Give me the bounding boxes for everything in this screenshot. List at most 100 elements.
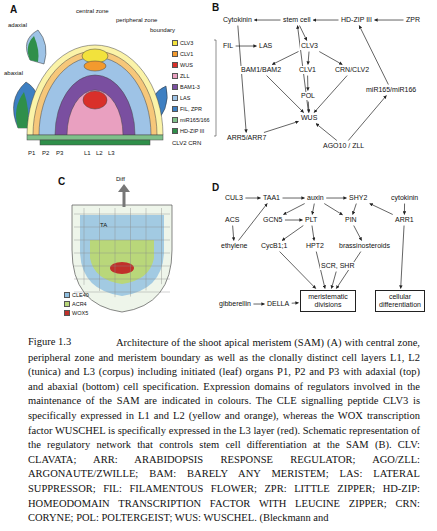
- connector-arrow: [359, 26, 388, 85]
- legend-label: BAM1-3: [180, 85, 200, 91]
- legend-label: FIL, ZPR: [180, 107, 202, 113]
- connector-arrow: [316, 124, 337, 141]
- connector-arrow: [264, 121, 299, 132]
- node-label: CycB1;1: [261, 242, 287, 250]
- region-label: peripheral zone: [116, 17, 157, 24]
- node-label: ACS: [225, 216, 239, 224]
- connector-arrow: [370, 204, 393, 215]
- node-label: ethylene: [221, 242, 247, 250]
- node-label: WUS: [301, 114, 317, 122]
- legend-label: ACR4: [72, 302, 87, 308]
- meristem-dome: [27, 45, 163, 145]
- figure-number: Figure 1.3: [28, 336, 71, 348]
- legend-label: LAS: [180, 96, 190, 102]
- network-node: CLV3: [300, 42, 319, 50]
- node-label: GCN5: [263, 216, 282, 224]
- process-box: cellular differentiation: [375, 290, 425, 312]
- connector-arrow: [280, 252, 316, 289]
- network-node: GCN5: [262, 216, 283, 224]
- network-node: CRN/CLV2: [334, 66, 370, 74]
- network-node: DELLA: [266, 300, 290, 308]
- node-label: CLV3: [301, 42, 318, 50]
- legend-swatch: [172, 106, 178, 112]
- legend-swatch: [172, 84, 178, 90]
- panel-letter: A: [10, 4, 17, 15]
- connector-arrow: [308, 52, 309, 65]
- node-label: gibberellin: [219, 300, 251, 308]
- legend-swatch: [172, 62, 178, 68]
- network-node: ZPR: [405, 16, 421, 24]
- panel-letter: C: [58, 176, 65, 187]
- legend-label: WOX5: [72, 311, 88, 317]
- node-label: meristematic divisions: [304, 293, 352, 309]
- region-label: CLV2 CRN: [172, 140, 201, 147]
- node-label: stem cell: [283, 16, 311, 24]
- node-label: brassinosteroids: [339, 242, 390, 250]
- connector-arrow: [300, 26, 307, 41]
- node-label: ARR1: [395, 216, 414, 224]
- legend-label: WUS: [180, 63, 193, 69]
- node-label: ZPR: [406, 16, 420, 24]
- network-node: Cytokinin: [222, 16, 253, 24]
- network-node: SHY2: [348, 194, 368, 202]
- network-node: cytokinin: [390, 194, 419, 202]
- root-meristem: [72, 184, 172, 312]
- region-label: adaxial: [8, 22, 27, 29]
- connector-arrow: [245, 198, 260, 199]
- region-label: P2: [42, 150, 49, 157]
- network-node: gibberellin: [218, 300, 252, 308]
- legend-swatch: [172, 73, 178, 79]
- node-label: SHY2: [349, 194, 367, 202]
- connector-arrow: [324, 204, 342, 215]
- region-label: abaxial: [4, 70, 23, 77]
- panel-letter: B: [212, 2, 219, 13]
- network-node: HPT2: [305, 242, 325, 250]
- network-node: miR165/miR166: [365, 86, 417, 94]
- node-label: PIN: [345, 216, 357, 224]
- connector-arrow: [253, 304, 264, 305]
- network-node: BAM1/BAM2: [240, 66, 282, 74]
- node-label: miR165/miR166: [366, 86, 416, 94]
- node-label: CRN/CLV2: [335, 66, 369, 74]
- connector-arrow: [313, 20, 338, 21]
- connector-arrow: [312, 226, 314, 241]
- legend-swatch: [172, 51, 178, 57]
- node-label: ARR5/ARR7: [227, 134, 266, 142]
- legend-swatch: [64, 310, 70, 316]
- node-label: HPT2: [306, 242, 324, 250]
- node-label: CUL3: [225, 194, 243, 202]
- connector-arrow: [283, 198, 305, 199]
- node-label: SCR, SHR: [321, 262, 354, 270]
- legend-swatch: [64, 292, 70, 298]
- legend-label: HD-ZIP III: [180, 129, 204, 135]
- connector-arrow: [374, 20, 403, 21]
- legend-swatch: [172, 117, 178, 123]
- network-node: ARR1: [394, 216, 415, 224]
- node-label: cytokinin: [391, 194, 418, 202]
- network-node: brassinosteroids: [338, 242, 391, 250]
- legend-swatch: [172, 95, 178, 101]
- region-label: TA: [100, 222, 107, 229]
- process-box: meristematic divisions: [300, 290, 356, 312]
- network-node: CycB1;1: [260, 242, 288, 250]
- node-label: PLT: [305, 216, 317, 224]
- connector-arrow: [272, 51, 298, 64]
- network-node: stem cell: [282, 16, 312, 24]
- legend-label: CLV1: [180, 52, 193, 58]
- connector-arrow: [326, 198, 346, 199]
- legend-swatch: [172, 128, 178, 134]
- network-node: AGO10 / ZLL: [322, 142, 365, 150]
- network-node: CLV1: [298, 66, 317, 74]
- node-label: LAS: [259, 42, 272, 50]
- network-node: PIN: [344, 216, 358, 224]
- connector-arrow: [354, 226, 362, 241]
- node-label: Cytokinin: [223, 16, 252, 24]
- connector-arrow: [236, 46, 257, 47]
- figure-caption: Architecture of the shoot apical meriste…: [28, 336, 420, 526]
- region-label: Diff: [116, 176, 125, 183]
- region-label: L1: [84, 150, 91, 157]
- node-label: BAM1/BAM2: [241, 66, 281, 74]
- connector-arrow: [292, 302, 299, 303]
- network-node: LAS: [258, 42, 273, 50]
